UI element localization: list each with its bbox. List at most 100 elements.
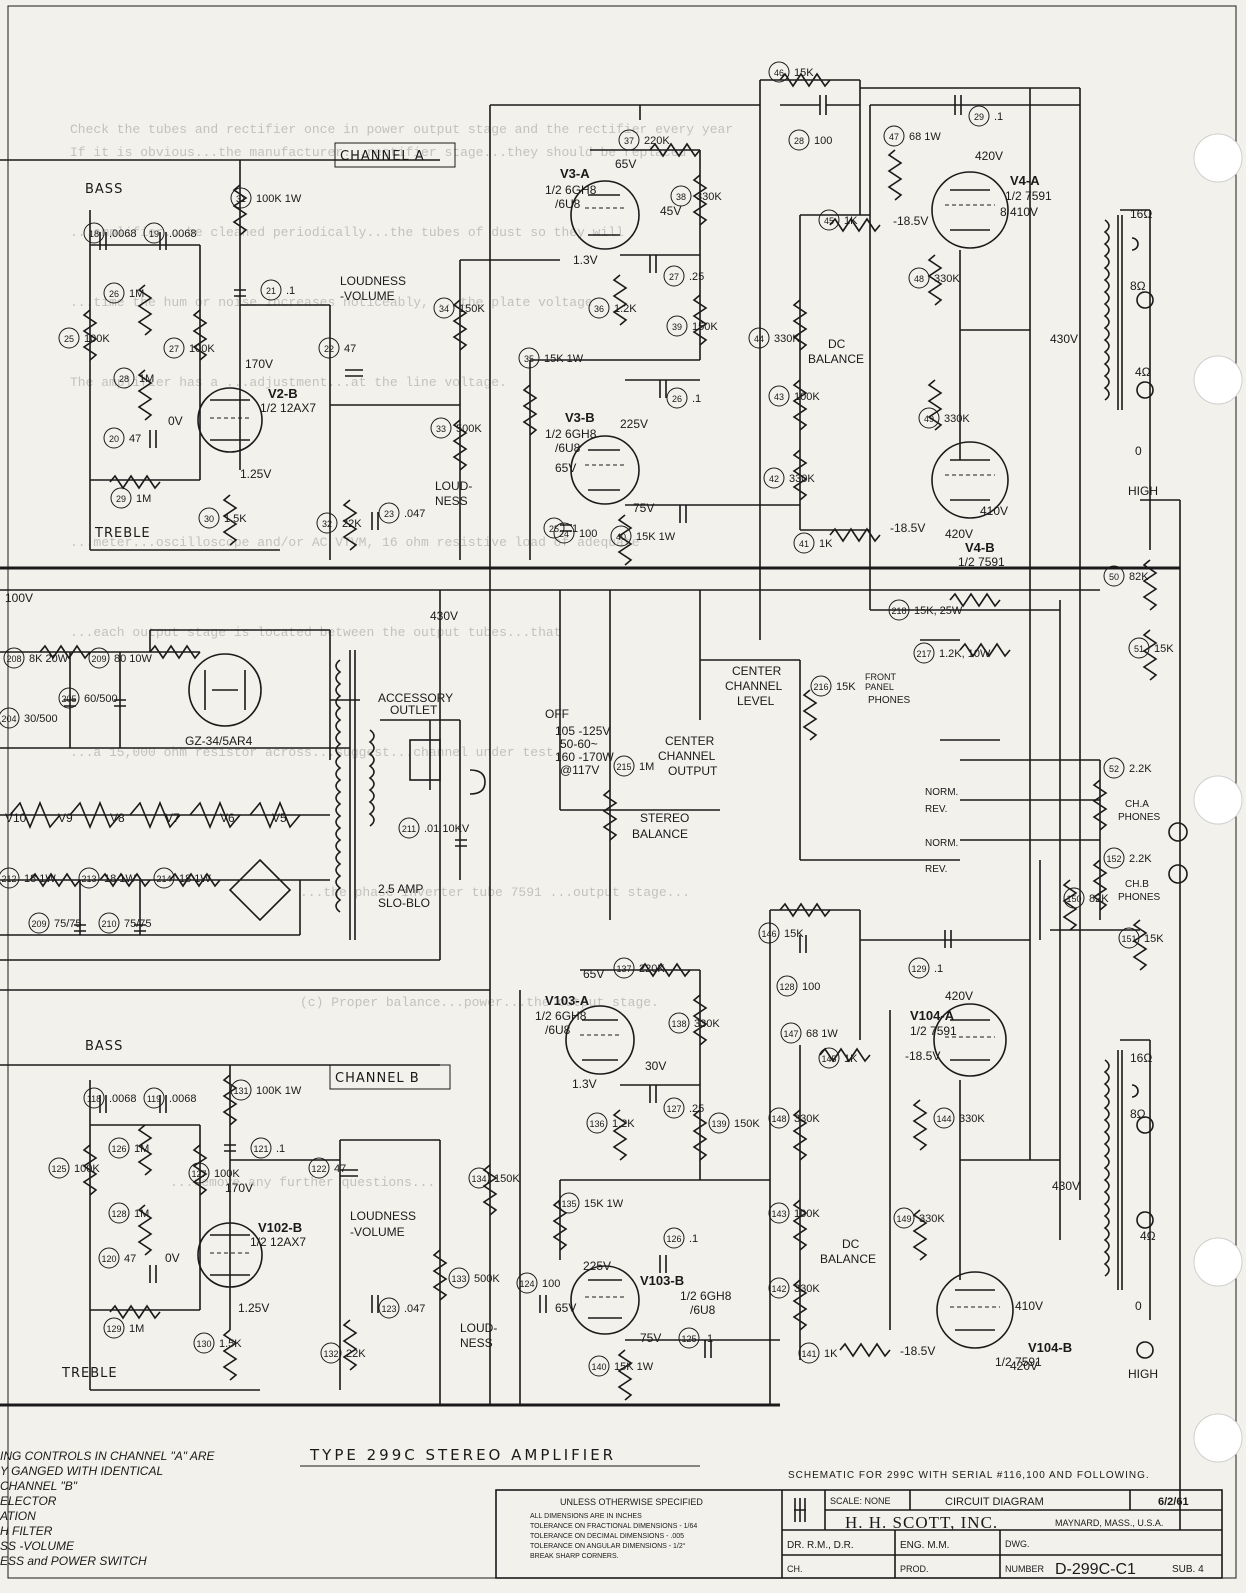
- svg-text:1/2 6GH8: 1/2 6GH8: [535, 1009, 587, 1023]
- component-ref: 29: [116, 494, 126, 504]
- svg-text:V103-B: V103-B: [640, 1273, 684, 1288]
- component-value: 1K: [824, 1348, 838, 1360]
- schematic-labels: CHANNEL A CHANNEL B BASS BASS TREBLE TRE…: [61, 142, 1188, 1381]
- designator-circle: [670, 185, 692, 207]
- component-ref: 122: [311, 1164, 326, 1174]
- component-value: 100K: [794, 1208, 820, 1220]
- svg-text:1/2 6GH8: 1/2 6GH8: [545, 183, 597, 197]
- component-value: 75/75: [124, 918, 152, 930]
- center-level-label: CHANNEL: [725, 679, 783, 693]
- designator-circle: [83, 1087, 105, 1109]
- designator-circle: [103, 1317, 125, 1339]
- component-value: 1M: [134, 1208, 149, 1220]
- designator-circle: [320, 1342, 342, 1364]
- chb-phones-label: CH.B: [1125, 879, 1149, 890]
- svg-text:1.25V: 1.25V: [240, 467, 271, 481]
- svg-text:16Ω: 16Ω: [1130, 207, 1152, 221]
- designator-circle: [618, 129, 640, 151]
- treble-label: TREBLE: [61, 1366, 118, 1381]
- component-ref: 123: [381, 1304, 396, 1314]
- svg-text:BREAK SHARP CORNERS.: BREAK SHARP CORNERS.: [530, 1553, 619, 1560]
- component-ref: 138: [671, 1019, 686, 1029]
- designator-circle: [768, 385, 790, 407]
- component-ref: 205: [61, 694, 76, 704]
- component-value: 330K: [774, 333, 800, 345]
- svg-text:V3-B: V3-B: [565, 410, 595, 425]
- power-transformer: [335, 650, 375, 940]
- svg-text:V8: V8: [110, 811, 125, 825]
- rectifier-label: GZ-34/5AR4: [185, 734, 253, 748]
- component-value: 100K: [794, 391, 820, 403]
- loudness-label: NESS: [435, 494, 468, 508]
- component-ref: 31: [236, 194, 246, 204]
- component-value: 150K: [459, 303, 485, 315]
- designator-circle: [378, 1297, 400, 1319]
- designator-circle: [48, 1157, 70, 1179]
- component-value: 100: [542, 1278, 560, 1290]
- component-ref: 29: [974, 112, 984, 122]
- designator-circle: [798, 1342, 820, 1364]
- component-value: .1: [276, 1143, 285, 1155]
- component-value: 15K: [784, 928, 804, 940]
- designator-circle: [103, 427, 125, 449]
- designator-circle: [748, 327, 770, 349]
- designator-circle: [433, 297, 455, 319]
- component-value: 47: [334, 1163, 346, 1175]
- component-ref: 146: [761, 929, 776, 939]
- designator-circle: [780, 1022, 802, 1044]
- designator-circle: [933, 1107, 955, 1129]
- front-panel-label: PANEL: [865, 682, 894, 692]
- component-ref: 210: [101, 919, 116, 929]
- component-value: .0068: [169, 1093, 197, 1105]
- svg-text:-18.5V: -18.5V: [905, 1049, 940, 1063]
- component-ref: 46: [774, 68, 784, 78]
- switch-norm-label: NORM.: [925, 787, 958, 798]
- svg-text:/6U8: /6U8: [545, 1023, 571, 1037]
- svg-text:...amplifier...be cleaned peri: ...amplifier...be cleaned periodically..…: [70, 225, 624, 240]
- designator-circle: [1103, 757, 1125, 779]
- svg-text:8Ω: 8Ω: [1130, 279, 1146, 293]
- designator-circle: [1063, 887, 1085, 909]
- component-value: 150K: [494, 1173, 520, 1185]
- svg-text:...each output stage is locate: ...each output stage is located between …: [70, 625, 561, 640]
- component-ref: 143: [771, 1209, 786, 1219]
- svg-text:V2-B: V2-B: [268, 386, 298, 401]
- svg-text:ELECTOR: ELECTOR: [0, 1494, 57, 1508]
- component-value: 100K: [214, 1168, 240, 1180]
- svg-text:170V: 170V: [245, 357, 273, 371]
- component-value: 15K: [794, 67, 814, 79]
- component-value: .1: [994, 111, 1003, 123]
- svg-text:1/2 7591: 1/2 7591: [958, 555, 1005, 569]
- designator-circle: [98, 1247, 120, 1269]
- component-ref: 18: [89, 229, 99, 239]
- resistors: [9, 72, 1158, 1401]
- component-value: 1K: [819, 538, 833, 550]
- svg-text:ATION: ATION: [0, 1509, 36, 1523]
- component-ref: 209: [31, 919, 46, 929]
- svg-text:/6U8: /6U8: [555, 197, 581, 211]
- component-value: .047: [404, 508, 425, 520]
- designator-circle: [768, 61, 790, 83]
- component-ref: 139: [711, 1119, 726, 1129]
- designator-circle: [793, 532, 815, 554]
- component-value: 330K: [794, 1113, 820, 1125]
- svg-text:420V: 420V: [1010, 1359, 1038, 1373]
- component-value: .0068: [169, 228, 197, 240]
- chb-phones-label: PHONES: [1118, 892, 1161, 903]
- component-ref: 48: [914, 274, 924, 284]
- component-ref: 148: [771, 1114, 786, 1124]
- designator-circle: [28, 912, 50, 934]
- component-ref: 125: [51, 1164, 66, 1174]
- designator-circle: [588, 1355, 610, 1377]
- svg-text:-18.5V: -18.5V: [900, 1344, 935, 1358]
- component-ref: 50: [1109, 572, 1119, 582]
- component-value: 1.2K: [614, 303, 637, 315]
- component-ref: 24: [559, 529, 569, 539]
- punch-hole: [1193, 1237, 1243, 1287]
- svg-text:8Ω: 8Ω: [1130, 1107, 1146, 1121]
- output-transformer-b: [1103, 1050, 1154, 1359]
- bass-label: BASS: [85, 182, 123, 197]
- component-value: 2.2K: [1129, 853, 1152, 865]
- designator-circle: [763, 467, 785, 489]
